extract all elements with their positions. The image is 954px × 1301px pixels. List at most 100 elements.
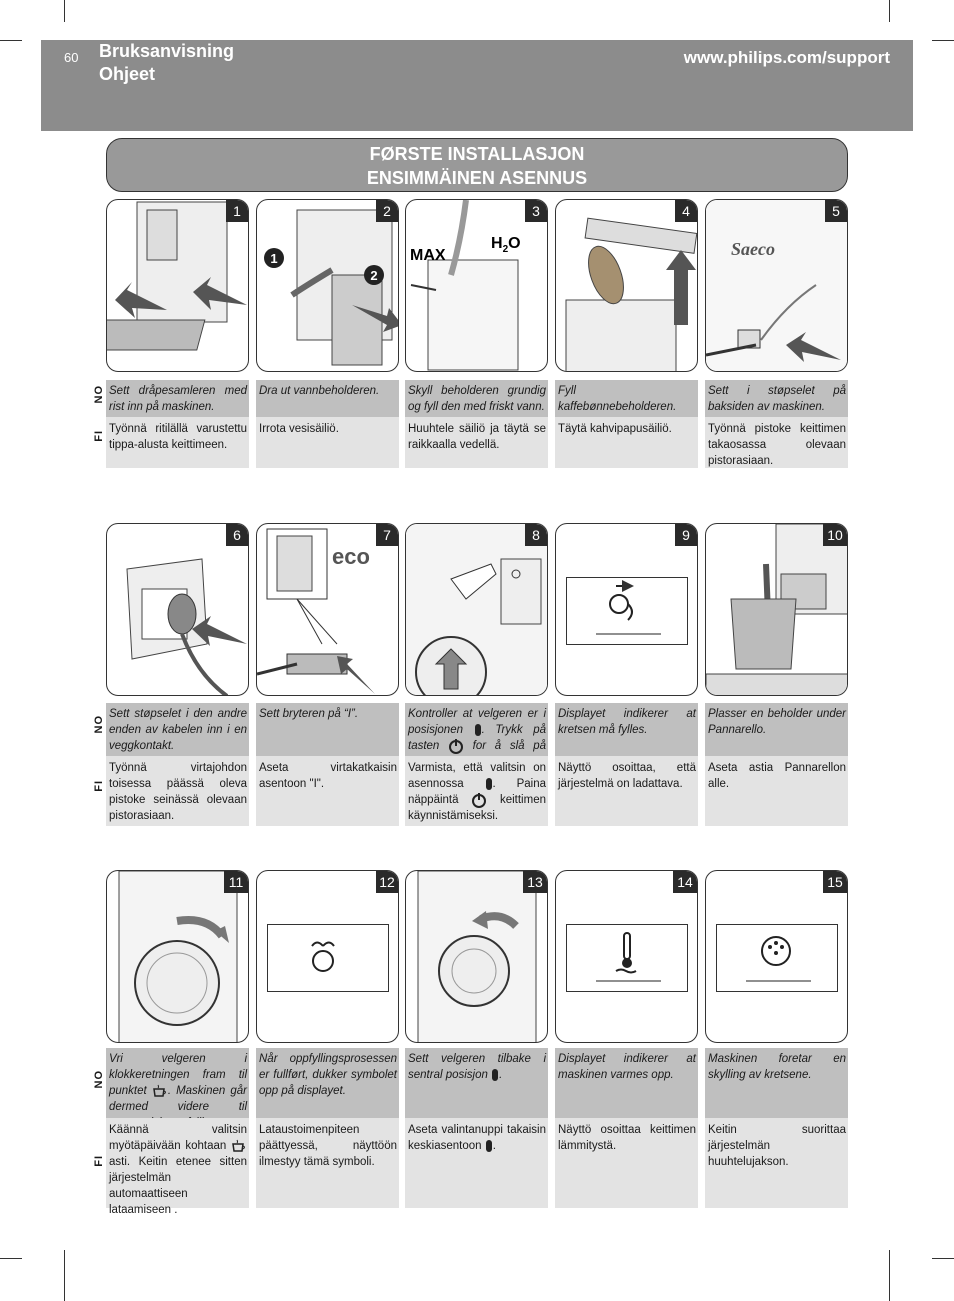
lang-tag-no: NO — [93, 385, 105, 404]
step-11-illustration: 11 — [106, 870, 249, 1043]
step-15-text-no: Maskinen foretar en skylling av kretsene… — [705, 1048, 848, 1118]
max-label: MAX — [410, 247, 446, 264]
step-1-text-no: Sett dråpesamleren med rist inn på maski… — [106, 380, 249, 417]
step-number: 1 — [226, 200, 248, 222]
step-9-text-no: Displayet indikerer at kretsen må fylles… — [555, 703, 698, 756]
step-4-illustration: 4 — [555, 199, 698, 372]
section-title-fi: ENSIMMÄINEN ASENNUS — [366, 168, 588, 188]
crop-mark — [932, 1258, 954, 1259]
step-13-text-no: Sett velgeren tilbake i sentral posisjon… — [405, 1048, 548, 1118]
step-14-text-no: Displayet indikerer at maskinen varmes o… — [555, 1048, 698, 1118]
step-8-illustration: 8 — [405, 523, 548, 696]
selector-center-icon — [485, 777, 492, 790]
crop-mark — [0, 1258, 22, 1259]
badge-one: 1 — [270, 251, 277, 266]
filling-complete-display-icon — [311, 941, 335, 972]
selector-center-icon — [474, 723, 481, 736]
power-icon — [472, 793, 487, 808]
page-number: 60 — [64, 50, 79, 65]
saeco-logo: Saeco — [731, 239, 775, 259]
step-12-text-fi: Lataustoimenpiteen päättyessä, näyttöön … — [256, 1118, 399, 1208]
step-10-text-fi: Aseta astia Pannarellon alle. — [705, 756, 848, 826]
step-2-text-no: Dra ut vannbeholderen. — [256, 380, 399, 417]
step-2-illustration: 1 2 2 — [256, 199, 399, 372]
step-14-text-fi: Näyttö osoittaa keittimen lämmitystä. — [555, 1118, 698, 1208]
pannarello-container-illustration — [706, 524, 847, 695]
section-title: FØRSTE INSTALLASJON ENSIMMÄINEN ASENNUS — [106, 138, 848, 192]
step-number: 13 — [523, 871, 547, 893]
step-10-text-no: Plasser en beholder under Pannarello. — [705, 703, 848, 756]
hot-water-cup-icon — [232, 1139, 245, 1152]
selector-return-center-illustration — [417, 871, 537, 1042]
step-7-text-fi: Aseta virtakatkaisin asentoon "I". — [256, 756, 399, 826]
step-number: 11 — [224, 871, 248, 893]
step-number: 9 — [675, 524, 697, 546]
selector-center-icon — [485, 1139, 492, 1152]
rinsing-display-icon — [746, 936, 811, 982]
power-switch-illustration: eco — [257, 528, 375, 694]
step-13-text-fi: Aseta valintanuppi takaisin keskiasentoo… — [405, 1118, 548, 1208]
step-3-text-fi: Huuhtele säiliö ja täytä se raikkaalla v… — [405, 417, 548, 468]
step-6-text-fi: Työnnä virtajohdon toisessa päässä oleva… — [106, 756, 249, 826]
selector-turn-clockwise-illustration — [118, 871, 238, 1042]
circuit-filling-display-icon — [596, 580, 661, 635]
badge-two: 2 — [370, 268, 377, 283]
section-title-no: FØRSTE INSTALLASJON — [369, 144, 585, 164]
lang-tag-fi: FI — [93, 780, 105, 792]
step-13-illustration: 13 — [405, 870, 548, 1043]
step-3-illustration: MAX H2O 3 — [405, 199, 548, 372]
step-1-illustration: 1 — [106, 199, 249, 372]
drip-tray-illustration — [107, 201, 247, 351]
bean-hopper-illustration — [565, 217, 697, 371]
step-number: 6 — [226, 524, 248, 546]
step-12-text-no: Når oppfyllingsprosessen er fullført, du… — [256, 1048, 399, 1118]
lang-tag-fi: FI — [93, 430, 105, 442]
step-4-text-fi: Täytä kahvipapusäiliö. — [555, 417, 698, 468]
plug-machine-illustration: Saeco — [706, 200, 847, 371]
step-14-illustration: 14 — [555, 870, 698, 1043]
power-icon — [449, 739, 463, 754]
step-11-text-fi: Käännä valitsin myötäpäivään kohtaan ast… — [106, 1118, 249, 1216]
step-number: 4 — [675, 200, 697, 222]
step-number: 7 — [376, 524, 398, 546]
power-button-illustration — [406, 524, 547, 695]
lang-tag-no: NO — [93, 715, 105, 734]
step-5-text-fi: Työnnä pistoke keittimen takaosassa olev… — [705, 417, 848, 468]
header-title-fi: Ohjeet — [99, 64, 156, 84]
step-number: 8 — [525, 524, 547, 546]
step-10-illustration: 10 — [705, 523, 848, 696]
crop-mark — [889, 0, 890, 22]
step-15-text-fi: Keitin suorittaa järjestelmän huuhteluja… — [705, 1118, 848, 1208]
step-1-text-fi: Työnnä ritilällä varustettu tippa-alusta… — [106, 417, 249, 468]
step-5-illustration: Saeco 5 — [705, 199, 848, 372]
step-2-text-fi: Irrota vesisäiliö. — [256, 417, 399, 468]
step-number: 10 — [823, 524, 847, 546]
crop-mark — [64, 0, 65, 22]
selector-center-icon — [492, 1068, 499, 1081]
fill-water-tank-illustration: MAX H2O — [410, 200, 521, 371]
water-tank-removal-illustration: 1 2 — [264, 209, 398, 366]
saeco-logo-partial: eco — [332, 544, 370, 569]
step-3-text-no: Skyll beholderen grundig og fyll den med… — [405, 380, 548, 417]
crop-mark — [64, 1250, 65, 1301]
wall-socket-illustration — [126, 558, 247, 695]
step-number: 3 — [525, 200, 547, 222]
step-5-text-no: Sett i støpselet på baksiden av maskinen… — [705, 380, 848, 417]
step-7-text-no: Sett bryteren på “I”. — [256, 703, 399, 756]
step-9-text-fi: Näyttö osoittaa, että järjestelmä on lad… — [555, 756, 698, 826]
lang-tag-no: NO — [93, 1070, 105, 1089]
header-title-no: Bruksanvisning — [99, 41, 235, 61]
step-8-text-fi: Varmista, että valitsin on asennossa . P… — [405, 756, 548, 826]
step-number: 15 — [823, 871, 847, 893]
step-6-illustration: 6 — [106, 523, 249, 696]
hot-water-cup-icon — [152, 1084, 166, 1097]
support-url[interactable]: www.philips.com/support — [683, 48, 890, 67]
step-7-illustration: eco 7 — [256, 523, 399, 696]
step-4-text-no: Fyll kaffebønnebeholderen. — [555, 380, 698, 417]
step-number: 14 — [673, 871, 697, 893]
step-12-illustration: 12 — [256, 870, 399, 1043]
heating-display-icon — [596, 932, 661, 982]
step-8-text-no: Kontroller at velgeren er i posisjonen .… — [405, 703, 548, 768]
crop-mark — [889, 1250, 890, 1301]
lang-tag-fi: FI — [93, 1155, 105, 1167]
